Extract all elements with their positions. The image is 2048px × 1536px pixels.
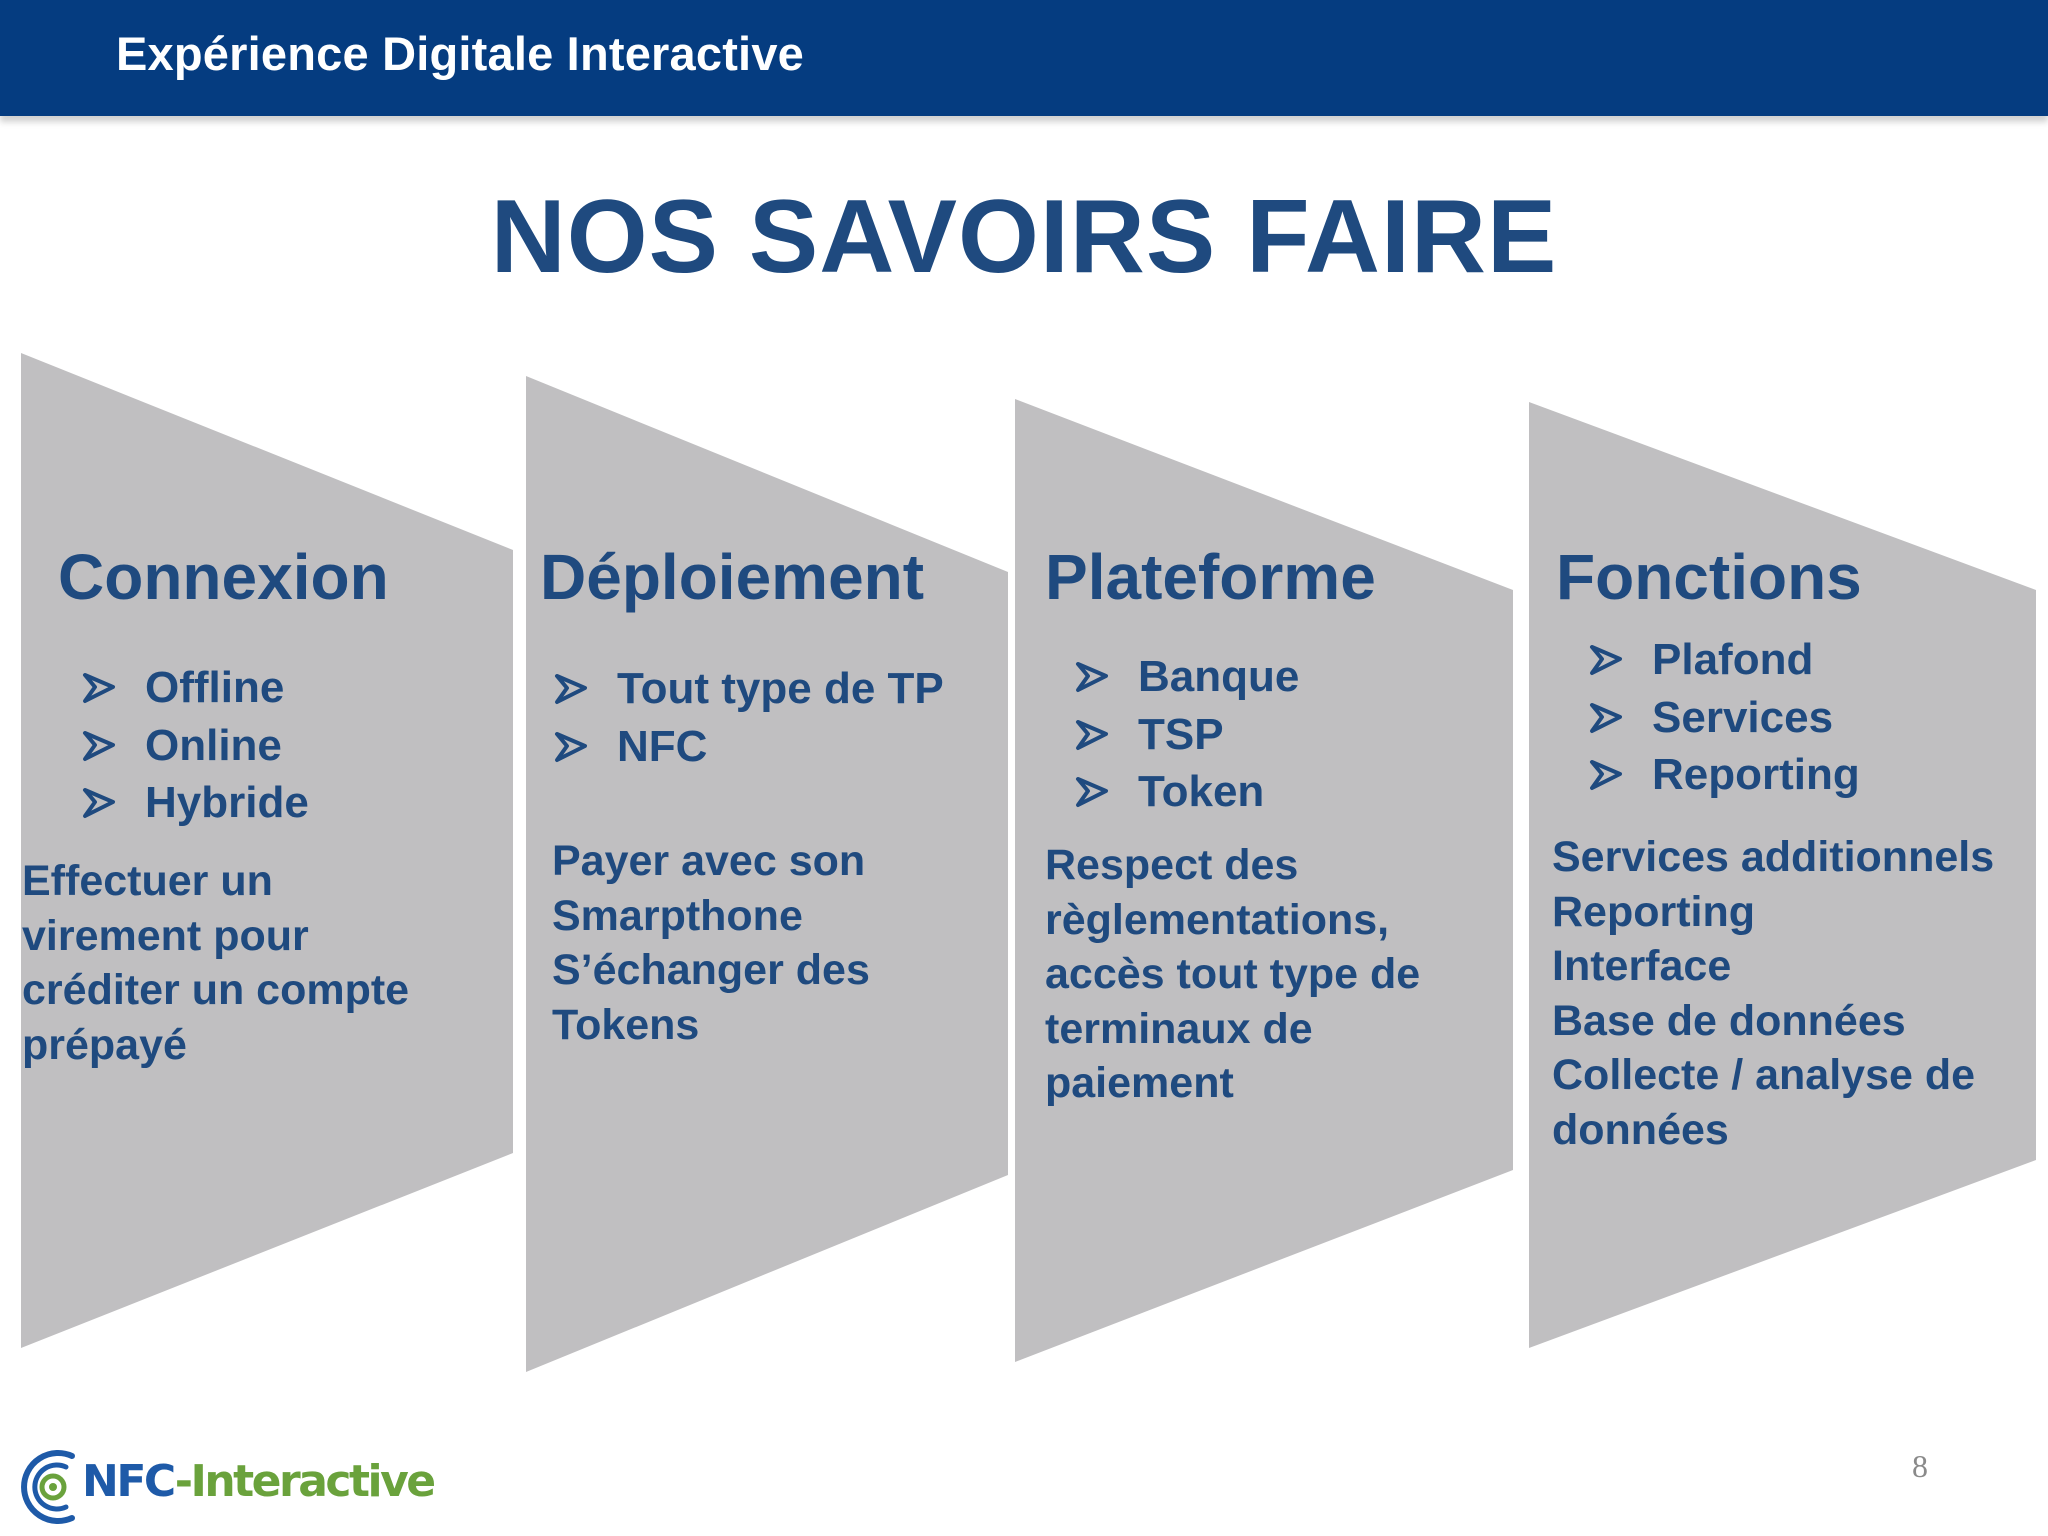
- list-item: TSP: [1076, 706, 1299, 764]
- column-description: Respect des règlementations, accès tout …: [1045, 841, 1421, 1107]
- list-item: Tout type de TP: [555, 660, 944, 718]
- list-item: Hybride: [83, 774, 309, 832]
- list-item: Offline: [83, 659, 309, 717]
- arrow-bullet-icon: [555, 731, 587, 762]
- bullet-list: Offline Online Hybride: [83, 659, 309, 832]
- arrow-bullet-icon: [555, 674, 587, 704]
- company-logo: NFC-Interactive: [20, 1442, 436, 1532]
- bullet-list: Banque TSP Token: [1076, 648, 1299, 821]
- column-heading: Connexion: [58, 541, 389, 613]
- bullet-list: Plafond Services Reporting: [1590, 631, 1860, 804]
- arrow-bullet-icon: [1076, 777, 1108, 807]
- arrow-bullet-icon: [1590, 702, 1622, 733]
- arrow-bullet-icon: [83, 730, 115, 761]
- arrow-bullet-icon: [1076, 662, 1108, 692]
- list-item: Token: [1076, 763, 1299, 821]
- panel-deploiement: [526, 376, 1008, 1372]
- header-title: Expérience Digitale Interactive: [116, 27, 804, 80]
- arrow-bullet-icon: [1076, 719, 1108, 750]
- logo-text: NFC-Interactive: [82, 1456, 436, 1507]
- list-item: Plafond: [1590, 631, 1860, 689]
- arrow-bullet-icon: [1590, 645, 1622, 675]
- column-heading: Déploiement: [540, 541, 925, 613]
- column-description: Services additionnels Reporting Interfac…: [1552, 833, 1995, 1154]
- page-title: NOS SAVOIRS FAIRE: [490, 179, 1558, 295]
- list-item: Services: [1590, 689, 1860, 747]
- list-item: Reporting: [1590, 746, 1860, 804]
- list-item: Banque: [1076, 648, 1299, 706]
- column-heading: Fonctions: [1556, 541, 1862, 613]
- header-band: Expérience Digitale Interactive: [0, 0, 2048, 116]
- panel-connexion: [21, 353, 513, 1348]
- column-description: Payer avec son Smarpthone S’échanger des…: [552, 837, 870, 1049]
- arrow-bullet-icon: [83, 673, 115, 703]
- bullet-list: Tout type de TP NFC: [555, 660, 944, 776]
- arrow-bullet-icon: [83, 788, 115, 818]
- panel-plateforme: [1015, 399, 1513, 1362]
- nfc-signal-icon: [21, 1450, 75, 1524]
- arrow-bullet-icon: [1590, 760, 1622, 790]
- panel-fonctions: [1529, 402, 2036, 1348]
- page-number: 8: [1912, 1448, 1928, 1484]
- list-item: NFC: [555, 718, 944, 776]
- list-item: Online: [83, 717, 309, 775]
- column-heading: Plateforme: [1045, 541, 1376, 613]
- column-description: Effectuer un virement pour créditer un c…: [22, 857, 410, 1069]
